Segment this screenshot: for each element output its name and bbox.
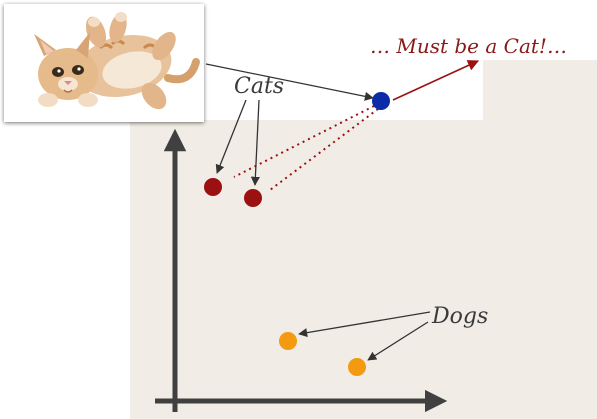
dogs-label: Dogs: [432, 304, 489, 329]
dog-point-2: [348, 358, 366, 376]
conclusion-arrow: [392, 60, 480, 101]
dogs-label-arrow-2: [367, 321, 429, 361]
cats-label-arrow-2: [250, 99, 260, 186]
photo-to-point-arrow: [205, 63, 374, 101]
distance-line-2: [269, 108, 379, 191]
cat-point-2: [244, 189, 262, 207]
cats-label-arrow-1: [215, 99, 247, 174]
dogs-label-arrow-1: [298, 311, 431, 338]
cat-point-1: [204, 178, 222, 196]
kitten-photo: [4, 4, 204, 122]
dog-point-1: [279, 332, 297, 350]
cats-label: Cats: [234, 74, 285, 99]
new-sample-point: [372, 92, 390, 110]
plot-background-top-right: [483, 60, 597, 120]
kitten-icon: [4, 4, 204, 122]
distance-line-1: [233, 105, 375, 178]
conclusion-label: … Must be a Cat!…: [370, 34, 567, 58]
